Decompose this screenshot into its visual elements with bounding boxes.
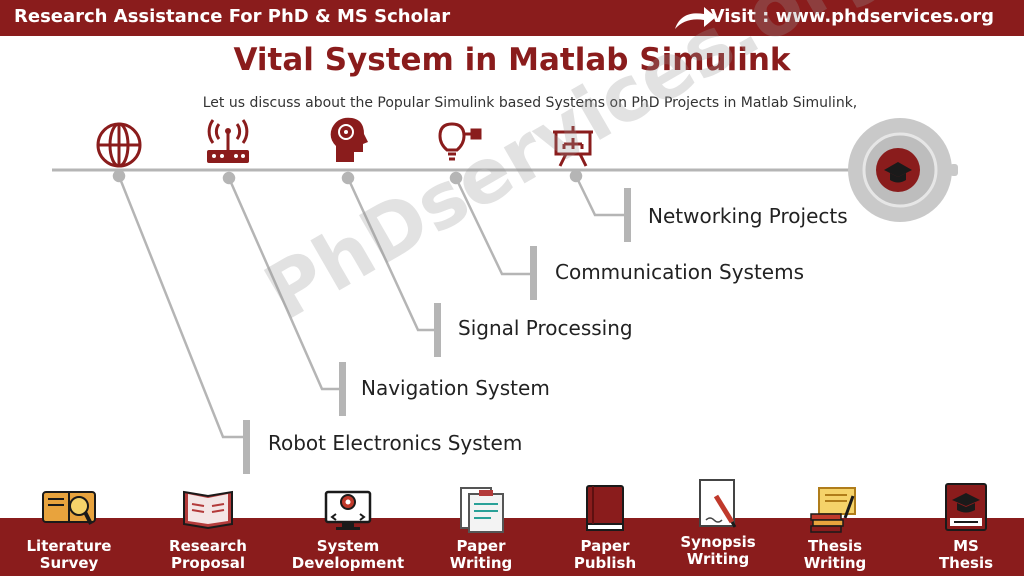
item-navigation-system: Navigation System <box>361 376 550 400</box>
footer-label-line2: Writing <box>686 550 750 568</box>
item-communication-systems: Communication Systems <box>555 260 804 284</box>
footer-item-research-proposal[interactable]: Research Proposal <box>143 480 273 572</box>
item-signal-processing: Signal Processing <box>458 316 633 340</box>
timeline-diagram <box>52 117 958 474</box>
footer-item-paper-writing[interactable]: Paper Writing <box>416 480 546 572</box>
footer-label-line2: Thesis <box>938 554 994 572</box>
footer-label-line2: Writing <box>803 554 867 572</box>
footer-label-line1: Thesis <box>807 537 863 555</box>
closed-book-icon <box>586 485 624 531</box>
literature-survey-icon <box>42 491 96 525</box>
footer-label-line1: Synopsis <box>680 533 756 551</box>
footer-label-line1: MS <box>953 537 979 555</box>
router-icon <box>207 119 249 163</box>
footer-label-line2: Proposal <box>171 554 245 572</box>
footer-item-thesis-writing[interactable]: Thesis Writing <box>770 480 900 572</box>
visit-link[interactable]: Visit : www.phdservices.org <box>710 6 994 27</box>
footer-label-line2: Publish <box>573 554 637 572</box>
page-title: Vital System in Matlab Simulink <box>233 42 791 78</box>
footer-item-synopsis-writing[interactable]: Synopsis Writing <box>653 476 783 568</box>
footer-item-ms-thesis[interactable]: MS Thesis <box>901 480 1024 572</box>
scroll-icon <box>810 487 856 533</box>
footer-item-literature-survey[interactable]: Literature Survey <box>4 480 134 572</box>
pen-paper-icon <box>699 479 737 528</box>
open-book-icon <box>183 490 233 530</box>
footer-label-line1: Paper <box>456 537 506 555</box>
footer-item-paper-publish[interactable]: Paper Publish <box>540 480 670 572</box>
header-bar: Research Assistance For PhD & MS Scholar… <box>0 0 1024 36</box>
footer-label-line1: Paper <box>580 537 630 555</box>
paper-writing-icon <box>460 487 504 533</box>
header-tagline: Research Assistance For PhD & MS Scholar <box>14 6 451 27</box>
idea-bulb-icon <box>438 122 482 161</box>
monitor-gear-icon <box>324 490 372 530</box>
brain-head-icon <box>330 117 368 162</box>
globe-icon <box>96 122 142 168</box>
footer-label-line1: Literature <box>26 537 112 555</box>
page-subtitle: Let us discuss about the Popular Simulin… <box>202 95 858 111</box>
footer-label-line1: System <box>316 537 380 555</box>
footer-label-line2: Writing <box>449 554 513 572</box>
item-networking-projects: Networking Projects <box>648 204 848 228</box>
graduate-cap-book-icon <box>945 483 987 531</box>
presentation-board-icon <box>553 126 593 167</box>
footer-label-line2: Development <box>291 554 405 572</box>
footer-bar <box>0 518 1024 576</box>
footer-label-line1: Research <box>169 537 247 555</box>
footer-item-system-development[interactable]: System Development <box>283 480 413 572</box>
item-robot-electronics-system: Robot Electronics System <box>268 431 523 455</box>
footer-label-line2: Survey <box>39 554 99 572</box>
curved-arrow-icon <box>675 7 716 29</box>
graduation-circle-icon <box>848 118 958 222</box>
